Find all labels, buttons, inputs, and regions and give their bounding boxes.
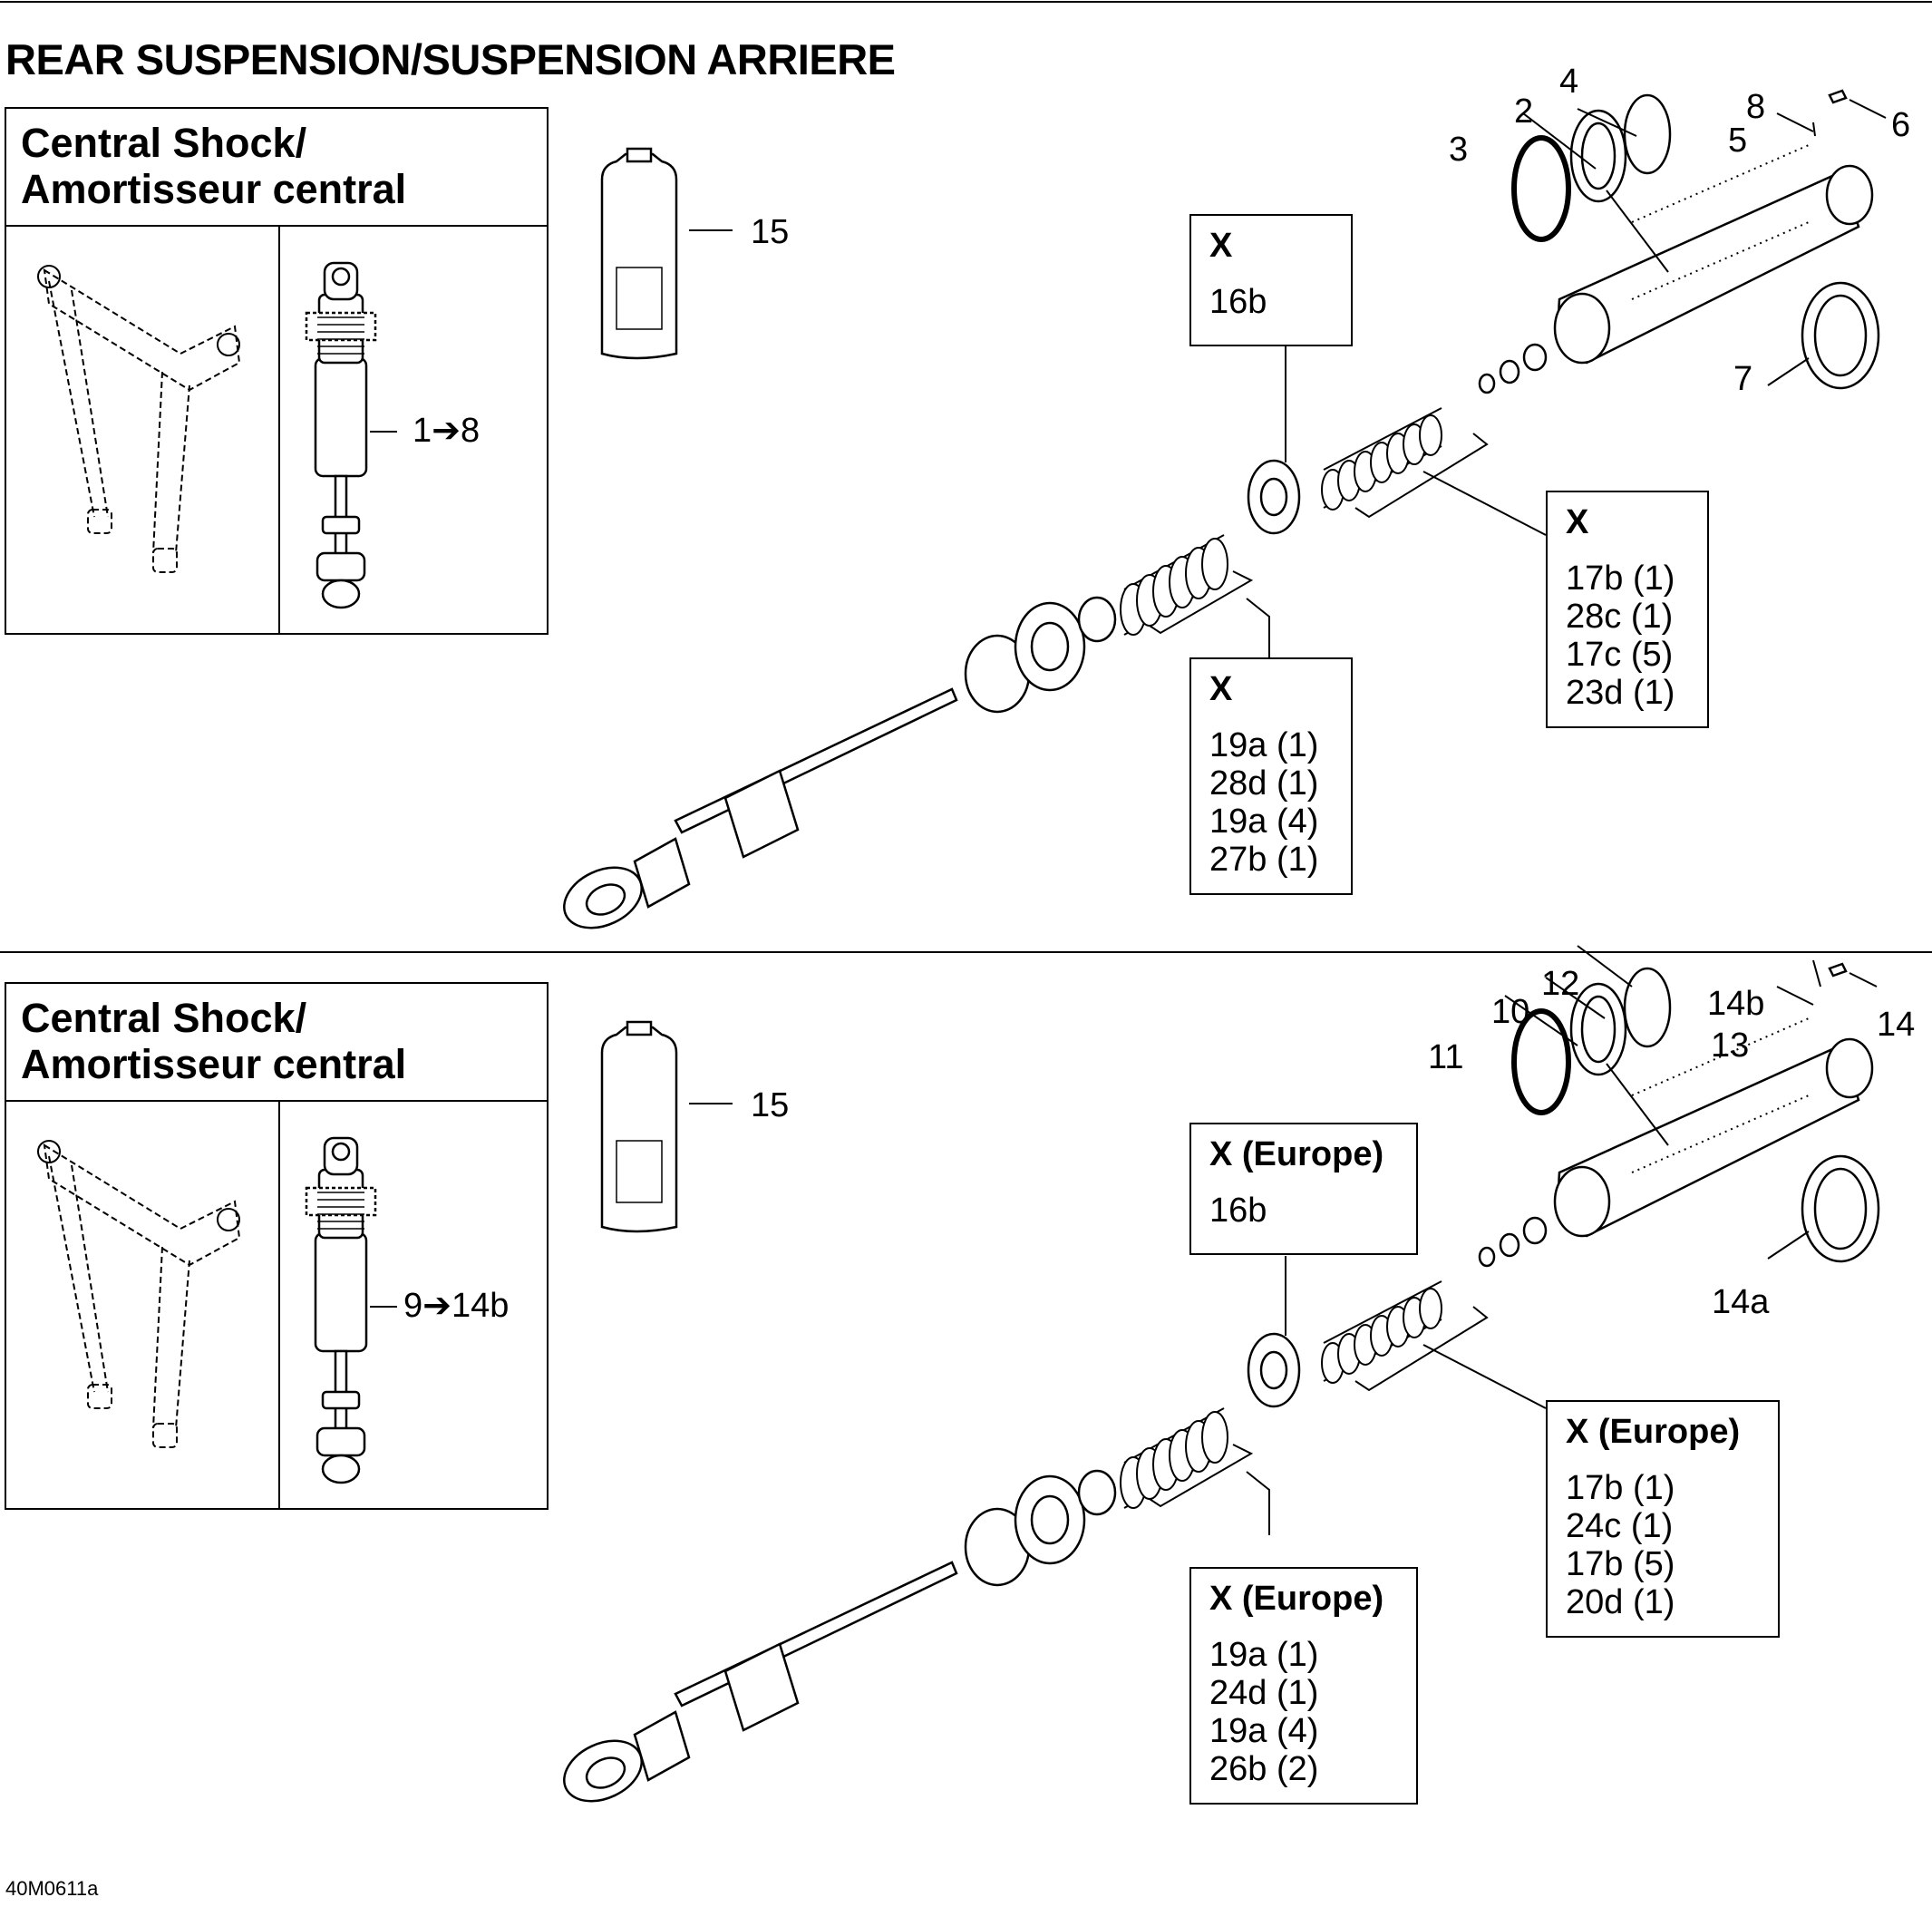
- callout-item: 16b: [1209, 283, 1267, 321]
- callout-item: 19a (1): [1209, 1636, 1319, 1674]
- section-1-title-box: Central Shock/ Amortisseur central: [5, 107, 549, 635]
- section-2-range-label: 9➔14b: [403, 1287, 510, 1325]
- shock-shaft: [674, 1561, 958, 1708]
- label-part-b-2: 12: [1541, 965, 1580, 1003]
- section-divider: [0, 951, 1932, 953]
- callout-header: X (Europe): [1209, 1135, 1384, 1173]
- section-2-title-box: Central Shock/ Amortisseur central: [5, 982, 549, 1510]
- callout-item: 17c (5): [1566, 636, 1674, 674]
- callout-item: 26b (2): [1209, 1750, 1319, 1788]
- thumbnail-divider: [278, 227, 280, 633]
- callout-item: 28d (1): [1209, 764, 1319, 803]
- label-oil-2: 15: [751, 1086, 790, 1124]
- oil-bottle-label: [616, 267, 663, 330]
- callout-item: 19a (4): [1209, 803, 1319, 841]
- callout-item: 20d (1): [1566, 1583, 1675, 1621]
- callout-header: X: [1209, 670, 1233, 708]
- section-1-callout-top: X 16b: [1189, 214, 1353, 346]
- label-part-e-1: 5: [1728, 122, 1748, 160]
- oil-bottle-cap: [626, 147, 653, 163]
- callout-item: 17b (1): [1566, 1469, 1675, 1507]
- section-1-exploded-view: [563, 89, 1887, 929]
- shock-shaft: [674, 687, 958, 834]
- suspension-frame-thumbnail: [37, 265, 241, 573]
- top-rule: [0, 1, 1932, 3]
- bladder-disc: [1623, 967, 1672, 1048]
- callout-item: 17b (1): [1566, 559, 1675, 598]
- section-1-heading-line2: Amortisseur central: [21, 166, 407, 212]
- callout-header: X: [1566, 503, 1589, 541]
- section-1-heading: Central Shock/ Amortisseur central: [6, 109, 547, 227]
- section-2-heading-line1: Central Shock/: [21, 995, 307, 1041]
- callout-header: X (Europe): [1209, 1580, 1384, 1618]
- label-part-b-1: 4: [1559, 63, 1579, 101]
- thumbnail-divider: [278, 1102, 280, 1508]
- section-2-callout-right: X (Europe) 17b (1) 24c (1) 17b (5) 20d (…: [1546, 1400, 1780, 1638]
- section-1-range-label: 1➔8: [413, 412, 481, 450]
- section-1-heading-line1: Central Shock/: [21, 120, 307, 166]
- label-part-e-2: 13: [1711, 1026, 1750, 1065]
- shock-assembly-thumbnail: [305, 1136, 397, 1484]
- label-part-a-1: 2: [1514, 92, 1534, 131]
- section-2-callout-bottom: X (Europe) 19a (1) 24d (1) 19a (4) 26b (…: [1189, 1567, 1418, 1805]
- suspension-frame-thumbnail: [37, 1140, 241, 1448]
- callout-item: 23d (1): [1566, 674, 1675, 712]
- callout-item: 17b (5): [1566, 1545, 1675, 1583]
- section-1-thumbnails: 1➔8: [6, 227, 547, 633]
- callout-item: 24c (1): [1566, 1507, 1674, 1545]
- section-1-callout-bottom: X 19a (1) 28d (1) 19a (4) 27b (1): [1189, 657, 1353, 895]
- section-2-exploded-view: [563, 945, 1880, 1803]
- label-part-g-2: 14a: [1712, 1283, 1770, 1321]
- section-1-callout-right: X 17b (1) 28c (1) 17c (5) 23d (1): [1546, 491, 1709, 728]
- o-ring: [1511, 1008, 1571, 1115]
- label-part-d-2: 14b: [1707, 985, 1765, 1023]
- label-part-a-2: 10: [1491, 993, 1530, 1031]
- label-part-f-1: 6: [1891, 106, 1911, 144]
- callout-item: 19a (4): [1209, 1712, 1319, 1750]
- shaft-collar: [723, 1642, 800, 1732]
- label-part-d-1: 8: [1746, 88, 1766, 126]
- shaft-collar: [723, 769, 800, 859]
- callout-item: 16b: [1209, 1192, 1267, 1230]
- callout-header: X: [1209, 227, 1233, 265]
- section-2-heading-line2: Amortisseur central: [21, 1041, 407, 1087]
- label-oil-1: 15: [751, 213, 790, 251]
- callout-item: 19a (1): [1209, 726, 1319, 764]
- oil-bottle-label: [616, 1140, 663, 1203]
- section-2-callout-top: X (Europe) 16b: [1189, 1123, 1418, 1255]
- section-2-heading: Central Shock/ Amortisseur central: [6, 984, 547, 1102]
- callout-header: X (Europe): [1566, 1413, 1741, 1451]
- drawing-code: 40M0611a: [5, 1877, 99, 1900]
- label-part-f-2: 14: [1877, 1006, 1916, 1044]
- lower-bumper: [633, 837, 691, 909]
- o-ring: [1511, 135, 1571, 242]
- callout-item: 27b (1): [1209, 841, 1319, 879]
- shock-assembly-thumbnail: [305, 261, 397, 609]
- bladder-disc: [1623, 93, 1672, 175]
- lower-bumper: [633, 1710, 691, 1782]
- label-part-c-2: 11: [1428, 1038, 1464, 1076]
- callout-item: 24d (1): [1209, 1674, 1319, 1712]
- page-title: REAR SUSPENSION/SUSPENSION ARRIERE: [5, 35, 896, 83]
- label-part-c-1: 3: [1449, 131, 1469, 169]
- callout-item: 28c (1): [1566, 598, 1674, 636]
- oil-bottle-cap: [626, 1020, 653, 1036]
- section-2-thumbnails: 9➔14b: [6, 1102, 547, 1508]
- label-part-g-1: 7: [1733, 360, 1753, 398]
